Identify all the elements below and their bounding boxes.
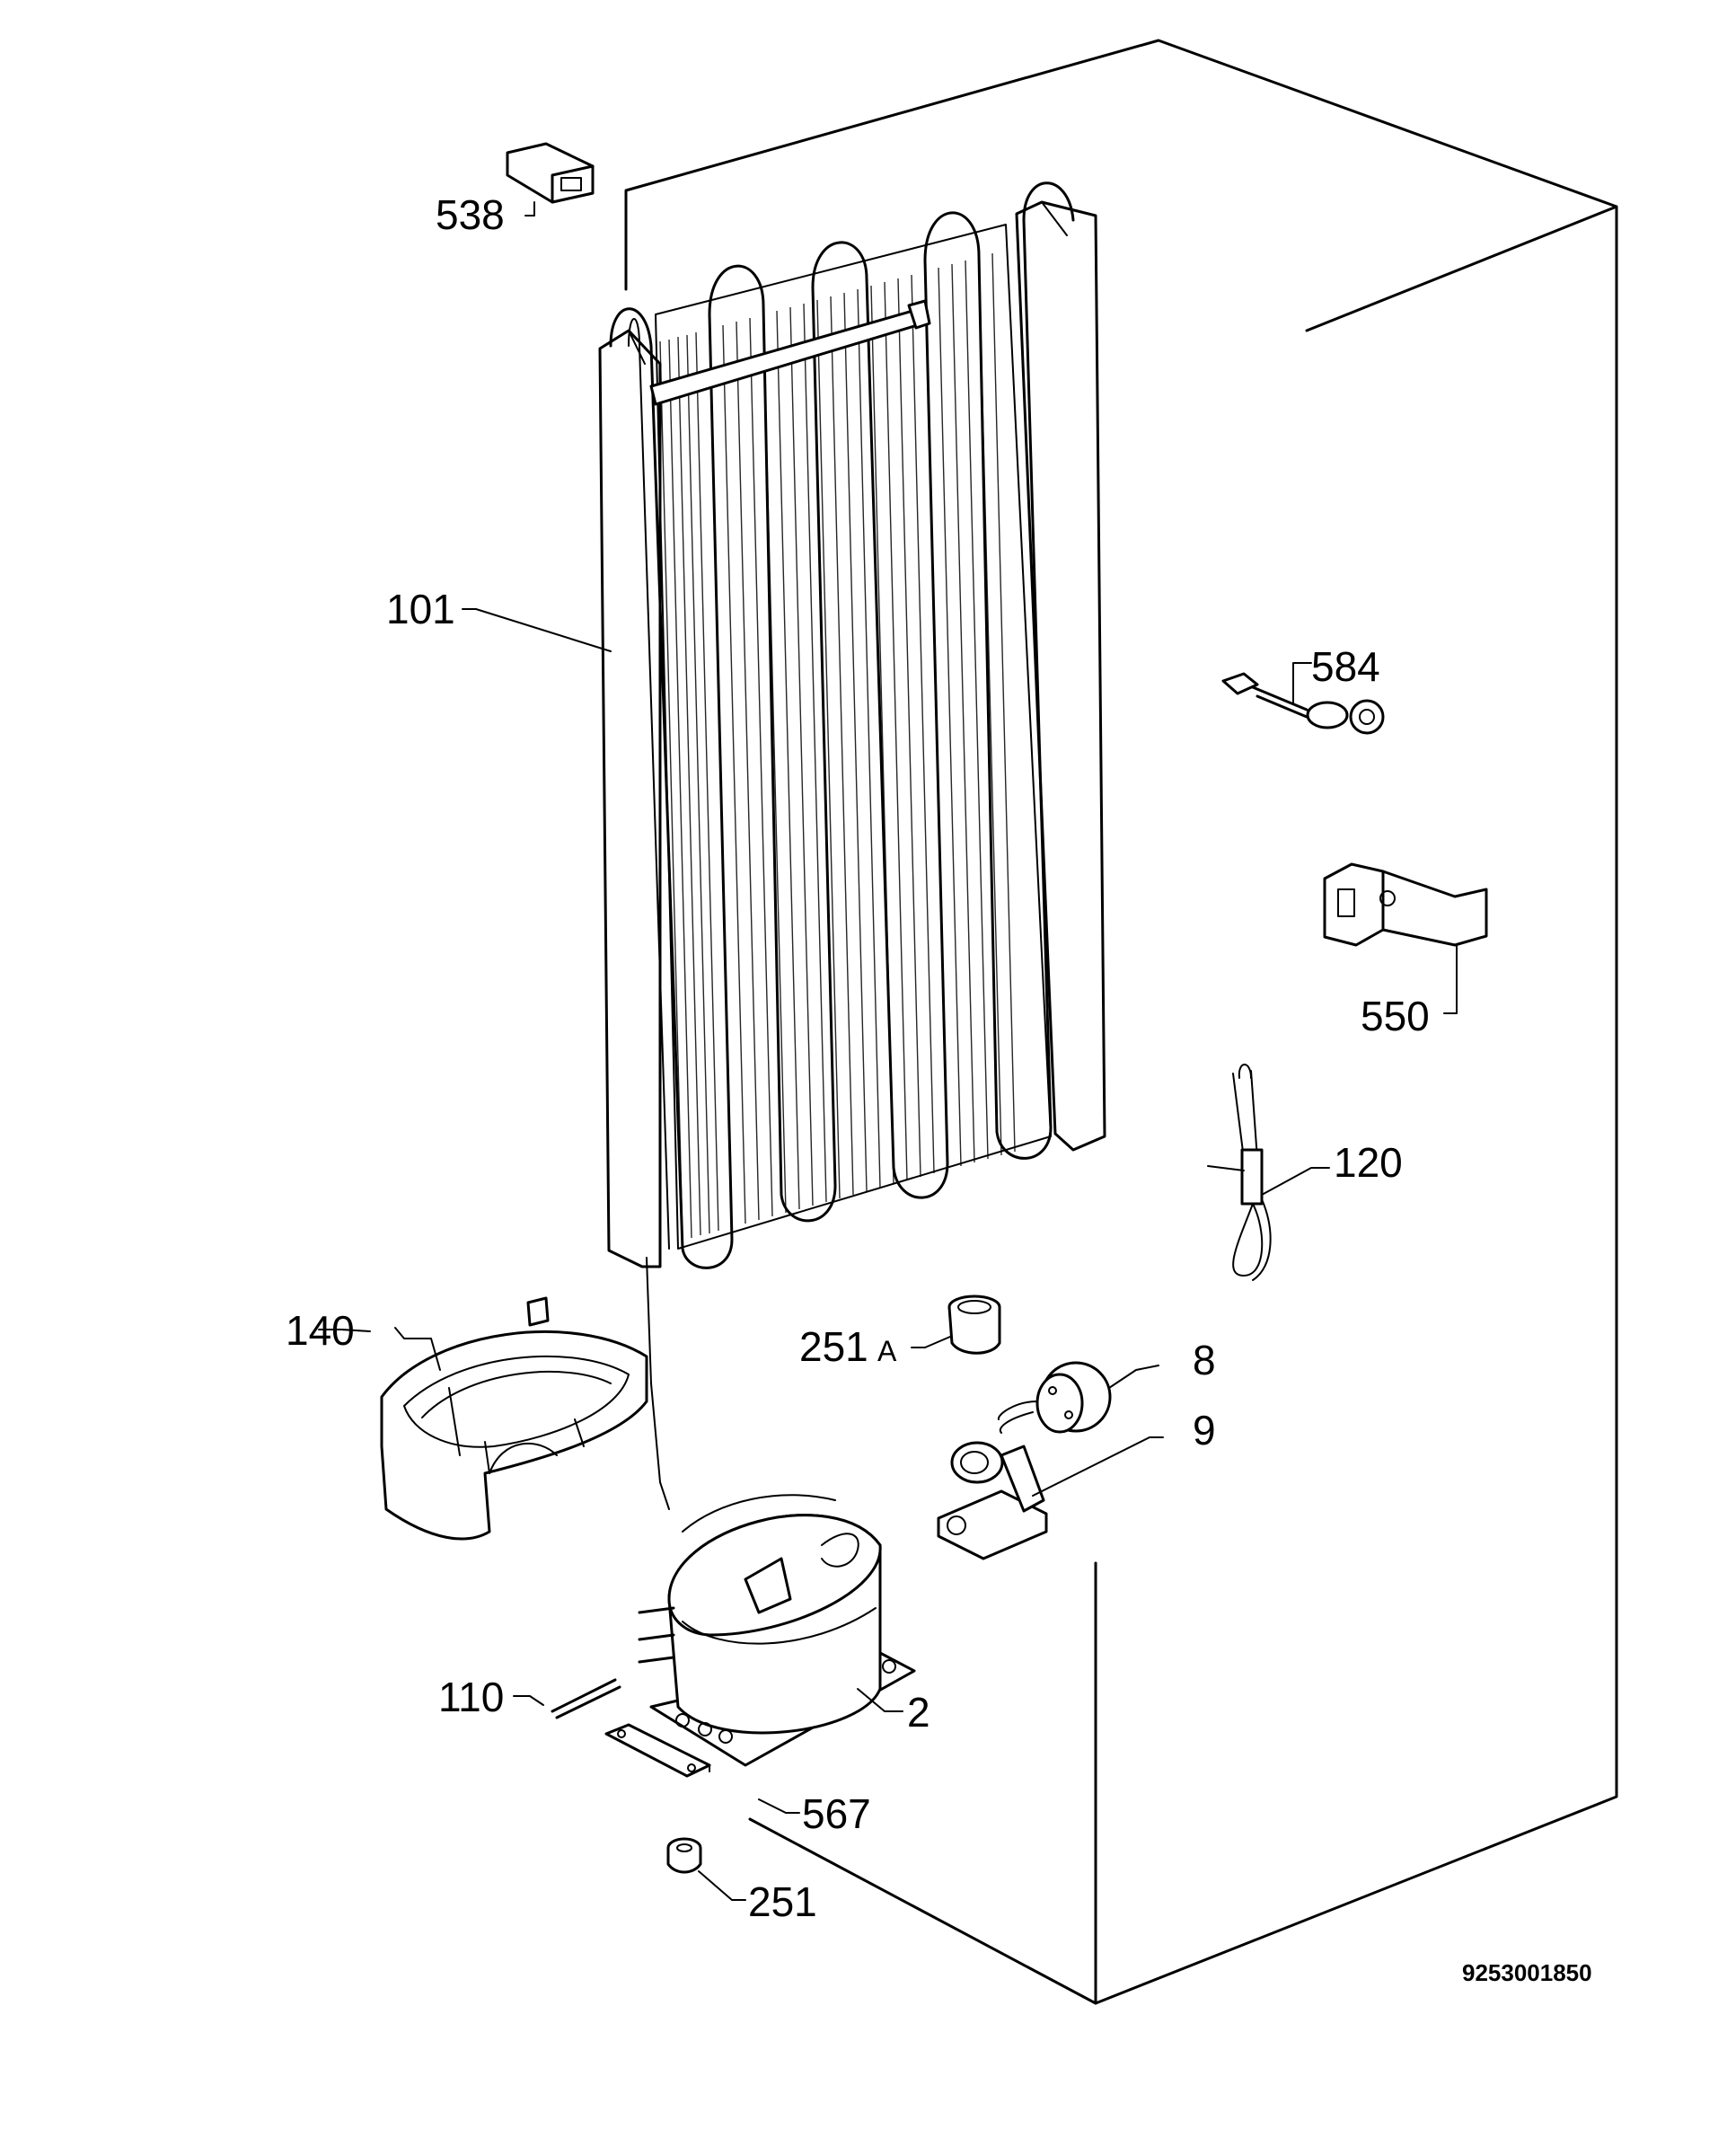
- label-8: 8: [1193, 1337, 1216, 1383]
- label-120: 120: [1334, 1139, 1403, 1186]
- part-550-bracket: [1323, 862, 1488, 1014]
- label-567: 567: [802, 1790, 871, 1837]
- label-538: 538: [436, 191, 505, 238]
- condenser-fins: [659, 252, 1016, 1241]
- part-120-probe: [1207, 1064, 1330, 1281]
- part-140-drip-tray: [380, 1296, 648, 1541]
- part-251a-bushing: [911, 1294, 1001, 1355]
- label-110: 110: [438, 1674, 504, 1720]
- part-538-block: [506, 142, 595, 216]
- label-140: 140: [286, 1307, 355, 1354]
- label-2: 2: [907, 1689, 930, 1736]
- part-110-tube: [513, 1678, 621, 1719]
- part-567-plate: [604, 1723, 800, 1814]
- callout-labels: 538 101 584 550 120 140 251 A 8 9 110 2 …: [286, 191, 1592, 1986]
- cabinet-outline: [624, 39, 1618, 2005]
- condenser-101: [598, 181, 1106, 1510]
- part-9-clip: [937, 1436, 1164, 1560]
- part-8-relay: [998, 1361, 1159, 1434]
- label-9: 9: [1193, 1407, 1216, 1454]
- part-251-grommet: [666, 1837, 746, 1901]
- callout-leaders: [318, 608, 612, 1332]
- label-584: 584: [1311, 643, 1380, 690]
- label-251a-suffix: A: [877, 1335, 897, 1367]
- label-251: 251: [748, 1878, 817, 1925]
- label-101: 101: [386, 586, 455, 632]
- part-2-compressor: [638, 1494, 916, 1767]
- condenser-tubes: [609, 181, 1075, 1269]
- label-550: 550: [1361, 993, 1430, 1039]
- drawing-number: 9253001850: [1462, 1959, 1592, 1986]
- label-251a-number: 251: [799, 1323, 868, 1370]
- part-584-sensor: [1221, 662, 1385, 735]
